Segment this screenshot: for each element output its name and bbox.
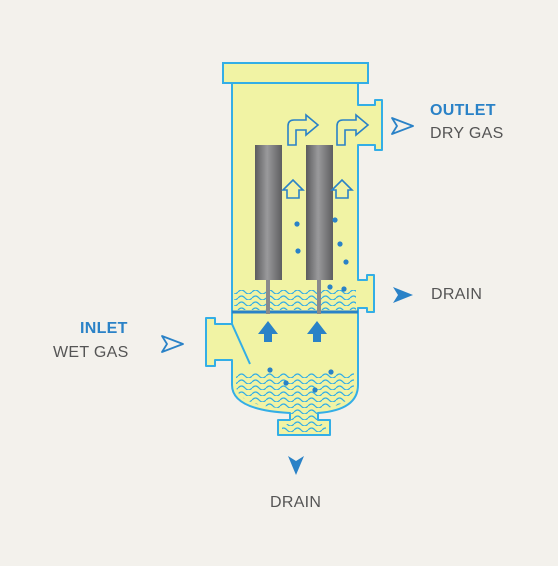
droplet-dot-icon bbox=[327, 284, 333, 290]
drain-side-marker-icon bbox=[393, 287, 413, 303]
flow-up-arrow-icon bbox=[258, 321, 278, 342]
outlet-marker-icon bbox=[391, 117, 414, 135]
sump-liquid bbox=[236, 372, 354, 432]
inlet-subtitle: WET GAS bbox=[53, 344, 129, 361]
droplet-dot-icon bbox=[294, 221, 300, 227]
drain-side-label: DRAIN bbox=[431, 286, 483, 303]
flow-up-arrow-icon bbox=[281, 178, 305, 199]
filter-element-left bbox=[255, 145, 282, 280]
droplet-dot-icon bbox=[283, 380, 289, 386]
droplet-dot-icon bbox=[328, 369, 334, 375]
outlet-subtitle: DRY GAS bbox=[430, 125, 504, 142]
droplet-dot-icon bbox=[267, 367, 273, 373]
droplet-dot-icon bbox=[337, 241, 343, 247]
flow-turn-arrow-icon bbox=[336, 113, 370, 146]
flow-up-arrow-icon bbox=[330, 178, 354, 199]
drain-bottom-marker-icon bbox=[288, 456, 304, 475]
droplet-dot-icon bbox=[332, 217, 338, 223]
inlet-marker-icon bbox=[161, 335, 184, 353]
filter-stem-right bbox=[317, 280, 321, 314]
flow-turn-arrow-icon bbox=[287, 113, 320, 146]
inlet-title: INLET bbox=[80, 320, 128, 337]
coalescer-media bbox=[234, 290, 356, 310]
filter-element-right bbox=[306, 145, 333, 280]
droplet-dot-icon bbox=[341, 286, 347, 292]
droplet-dot-icon bbox=[343, 259, 349, 265]
filter-stem-left bbox=[266, 280, 270, 314]
flow-up-arrow-icon bbox=[307, 321, 327, 342]
inlet-pipe-line bbox=[231, 323, 251, 365]
vessel-lid bbox=[222, 62, 369, 84]
droplet-dot-icon bbox=[312, 387, 318, 393]
drain-bottom-label: DRAIN bbox=[270, 494, 322, 511]
droplet-dot-icon bbox=[295, 248, 301, 254]
outlet-title: OUTLET bbox=[430, 102, 496, 119]
vessel-body bbox=[205, 82, 383, 436]
